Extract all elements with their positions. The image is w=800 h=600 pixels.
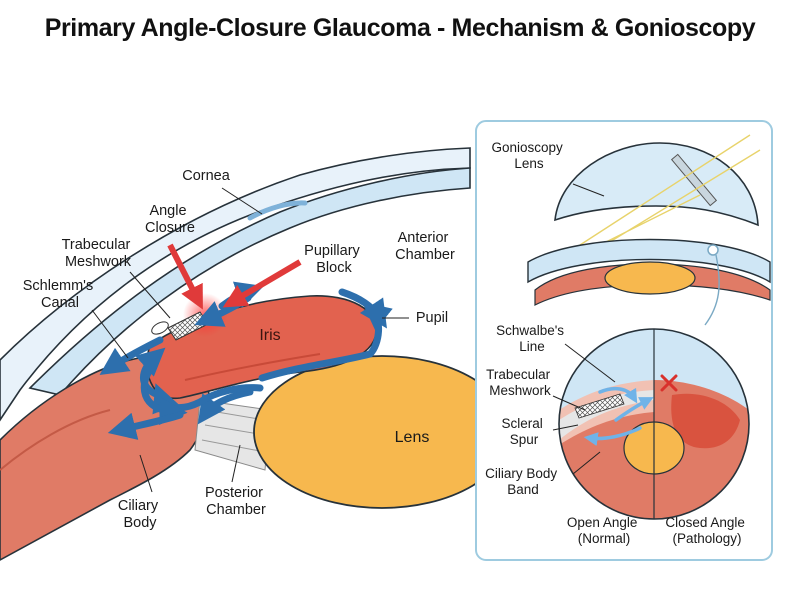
angle-closure-arrow <box>167 243 203 310</box>
page-title: Primary Angle-Closure Glaucoma - Mechani… <box>44 14 756 42</box>
label-trabecular-meshwork: Trabecular Meshwork <box>62 237 135 270</box>
label-cornea: Cornea <box>182 168 230 184</box>
pupillary-block-arrow <box>222 259 302 308</box>
label-posterior-chamber: Posterior Chamber <box>205 485 267 518</box>
label-schlemms-canal: Schlemm's Canal <box>23 278 97 311</box>
label-pupil: Pupil <box>416 310 448 326</box>
label-lens: Lens <box>395 429 430 446</box>
label-angle-closure: Angle Closure <box>145 203 195 236</box>
label-iris: Iris <box>259 327 280 344</box>
label-closed-angle: Closed Angle (Pathology) <box>665 515 748 546</box>
label-scleral-spur: Scleral Spur <box>501 416 546 447</box>
schlemms-canal <box>151 321 169 335</box>
eye-cross-section: Cornea Angle Closure Trabecular Meshwork… <box>0 147 511 561</box>
label-pupillary-block: Pupillary Block <box>304 243 364 276</box>
gonioscopy-panel: Gonioscopy Lens Schwalbe's Line Trabecul… <box>475 120 773 561</box>
label-gonioscopy-lens: Gonioscopy Lens <box>491 140 566 171</box>
label-schwalbes-line: Schwalbe's Line <box>496 323 568 354</box>
aqueous-flow-arrows <box>99 281 393 440</box>
label-anterior-chamber: Anterior Chamber <box>395 230 455 263</box>
label-ciliary-body: Ciliary Body <box>118 498 162 531</box>
blocked-x-icon <box>660 374 678 392</box>
label-ciliary-body-band: Ciliary Body Band <box>485 466 561 497</box>
gonio-mirror <box>670 153 718 207</box>
label-inset-trabecular-meshwork: Trabecular Meshwork <box>486 367 554 398</box>
gonioscopy-lens <box>554 142 759 227</box>
label-open-angle: Open Angle (Normal) <box>567 515 641 546</box>
lens <box>253 355 511 509</box>
gonio-connector <box>707 244 719 256</box>
gonio-eye-lens <box>604 261 696 295</box>
